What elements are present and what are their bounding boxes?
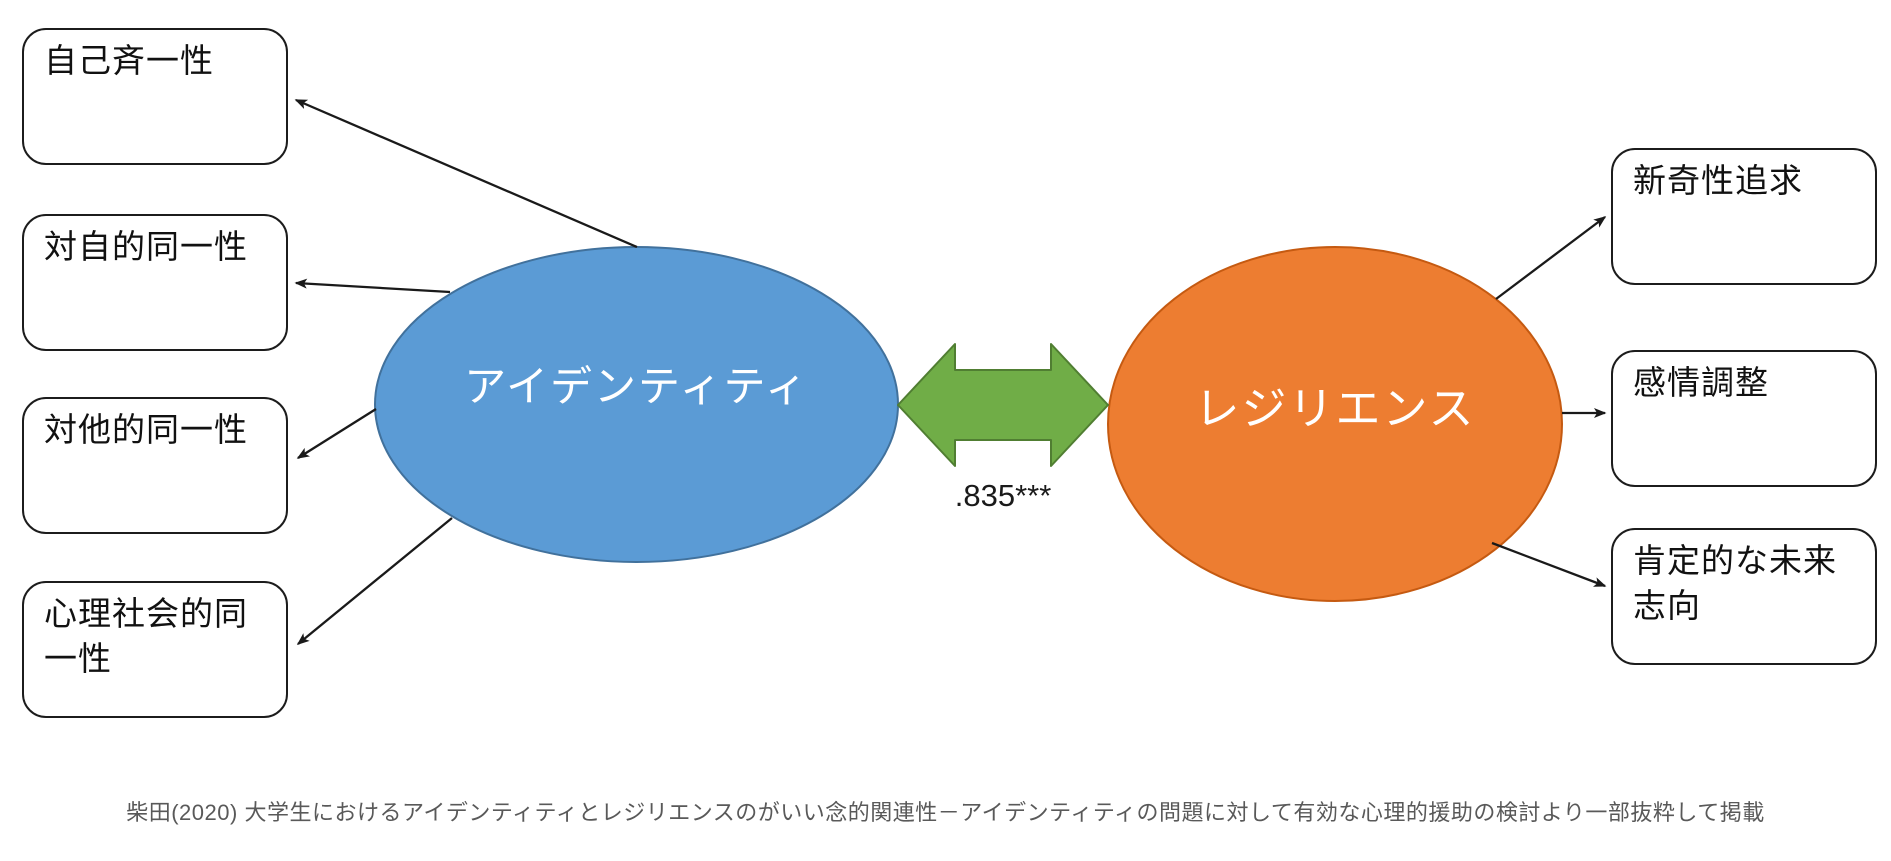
indicator-box-self-identity: 対自的同一性 bbox=[22, 214, 288, 351]
indicator-box-positive-future-orientation: 肯定的な未来志向 bbox=[1611, 528, 1877, 665]
correlation-coefficient: .835*** bbox=[954, 478, 1052, 513]
indicator-box-psychosocial-identity: 心理社会的同一性 bbox=[22, 581, 288, 718]
indicator-label: 肯定的な未来志向 bbox=[1633, 542, 1837, 624]
indicator-label: 対自的同一性 bbox=[44, 228, 248, 265]
indicator-box-self-sameness: 自己斉一性 bbox=[22, 28, 288, 165]
indicator-box-emotion-regulation: 感情調整 bbox=[1611, 350, 1877, 487]
resilience-ellipse bbox=[1107, 246, 1563, 602]
identity-ellipse bbox=[374, 246, 899, 563]
source-caption: 柴田(2020) 大学生におけるアイデンティティとレジリエンスのがいい念的関連性… bbox=[126, 800, 1765, 825]
connector-identity-box2 bbox=[294, 278, 451, 294]
indicator-label: 対他的同一性 bbox=[44, 411, 248, 448]
indicator-box-other-identity: 対他的同一性 bbox=[22, 397, 288, 534]
connector-resilience-box1 bbox=[1495, 216, 1607, 300]
indicator-label: 感情調整 bbox=[1633, 364, 1769, 401]
connector-identity-box1 bbox=[294, 98, 638, 249]
connector-resilience-box3 bbox=[1491, 541, 1607, 588]
indicator-box-novelty-seeking: 新奇性追求 bbox=[1611, 148, 1877, 285]
indicator-label: 心理社会的同一性 bbox=[44, 595, 248, 677]
correlation-double-arrow bbox=[897, 343, 1109, 467]
indicator-label: 自己斉一性 bbox=[44, 42, 214, 79]
connector-identity-box4 bbox=[296, 517, 453, 645]
connector-identity-box3 bbox=[296, 408, 377, 459]
indicator-label: 新奇性追求 bbox=[1633, 162, 1803, 199]
